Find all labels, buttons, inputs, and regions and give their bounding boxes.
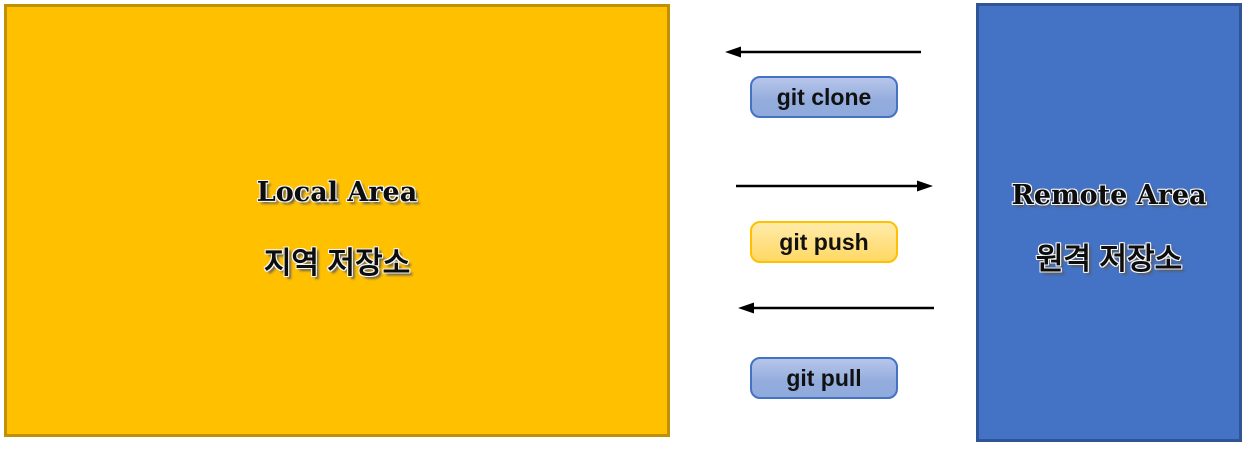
git-clone-label: git clone <box>750 76 898 118</box>
local-area-title: Local Area <box>256 177 418 208</box>
git-push-label: git push <box>750 221 898 263</box>
remote-area-title: Remote Area <box>1011 180 1207 211</box>
git-clone-arrow-left-icon <box>725 46 921 58</box>
local-area-box: Local Area 지역 저장소 <box>4 4 670 437</box>
git-pull-label-text: git pull <box>786 364 862 391</box>
remote-area-subtitle: 원격 저장소 <box>1035 243 1183 276</box>
git-push-label-text: git push <box>779 228 869 255</box>
git-push-arrow-right-icon <box>736 180 933 192</box>
remote-area-box: Remote Area 원격 저장소 <box>976 3 1242 442</box>
local-area-subtitle: 지역 저장소 <box>263 247 411 280</box>
git-pull-arrow-left-icon <box>738 302 934 314</box>
git-clone-label-text: git clone <box>776 83 872 110</box>
git-pull-label: git pull <box>750 357 898 399</box>
